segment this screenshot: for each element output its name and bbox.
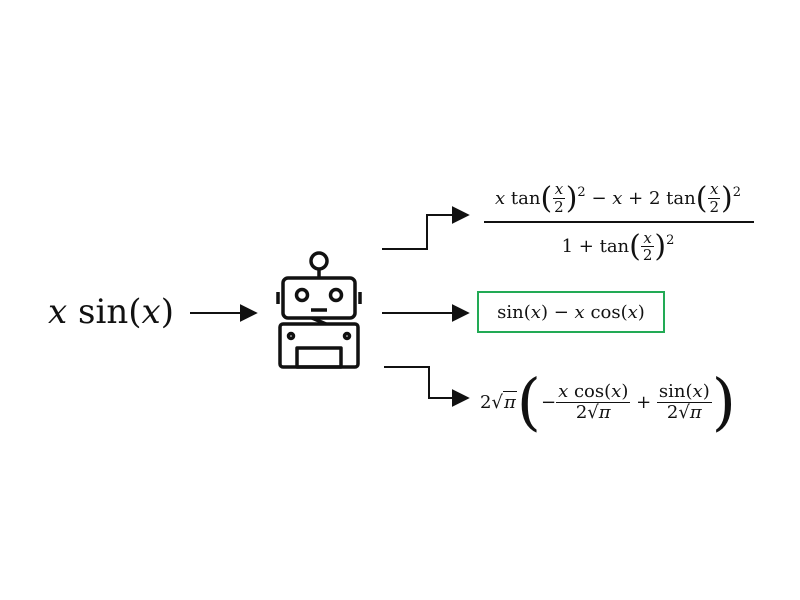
out2-rp2: ) [637, 301, 645, 323]
input-coef: x [48, 292, 68, 332]
out1-lparen-2: ( [695, 180, 708, 216]
out1-den-tan: tan [599, 236, 630, 258]
out1-pow-2: 2 [732, 184, 741, 200]
out1-den-frac-den: 2 [642, 246, 653, 265]
out2-sin: sin [497, 301, 524, 323]
arrow-to-third-output [384, 366, 470, 407]
out1-den-pow: 2 [666, 233, 675, 249]
robot-icon [276, 251, 362, 369]
out1-rparen: ) [565, 180, 578, 216]
out3-sqrt: √π [491, 390, 517, 413]
out2-minus: − [553, 301, 569, 323]
out2-x2: x [574, 301, 585, 323]
out1-den-plus: + [578, 236, 594, 258]
out3-sin-arg: x [692, 380, 703, 402]
out3-rparen: ) [711, 365, 736, 438]
out2-x1: x [530, 301, 541, 323]
out1-two: 2 [648, 187, 661, 209]
out1-minus: − [591, 187, 607, 209]
input-expression: x sin(x) [48, 288, 174, 336]
out3-den-two: 2 [575, 401, 588, 423]
out1-den-frac-num: x [641, 228, 654, 248]
out1-den-lparen: ( [629, 229, 641, 265]
out1-frac-den: 2 [554, 197, 564, 216]
out1-x: x [494, 187, 506, 209]
out3-frac-2-num: sin(x) [656, 380, 712, 403]
out2-lp2: ( [620, 301, 628, 323]
out2-cos: cos [590, 301, 621, 323]
out3-frac-1-den: 2√π [575, 401, 611, 423]
out3-frac-2-den: 2√π [666, 401, 702, 423]
out3-sin: sin [658, 380, 686, 402]
out1-lparen: ( [540, 180, 553, 216]
out3-cos-arg: x [611, 380, 622, 402]
out3-minus: − [540, 391, 557, 413]
out3-cos: cos [573, 380, 605, 402]
out2-lp: ( [523, 301, 531, 323]
output-expression-3: 2√π ( − x cos(x) 2√π + sin(x) 2√π ) [480, 366, 736, 438]
arrow-to-first-output [382, 206, 470, 250]
out3-lparen: ( [516, 365, 541, 438]
out1-tan: tan [510, 187, 541, 209]
out3-den-pi: π [598, 401, 611, 423]
input-arg: x [141, 292, 161, 332]
out2-x3: x [627, 301, 638, 323]
out1-pow: 2 [577, 184, 586, 200]
input-close: ) [160, 292, 174, 332]
out1-frac-num-2: x [707, 180, 721, 199]
input-func: sin [78, 292, 129, 332]
output-expression-2-highlighted: sin(x) − x cos(x) [477, 291, 665, 333]
out3-plus: + [636, 391, 652, 413]
out1-den-rparen: ) [654, 229, 667, 265]
out3-den-two-2: 2 [666, 401, 679, 423]
out3-frac-1: x cos(x) 2√π [556, 380, 631, 423]
out3-x: x [558, 380, 569, 402]
out3-pi: π [502, 390, 517, 413]
input-open: ( [128, 292, 142, 332]
out1-one: 1 [561, 236, 574, 258]
out3-two: 2 [480, 391, 492, 413]
out3-den-pi-2: π [689, 401, 702, 423]
out1-tan-2: tan [666, 187, 696, 209]
out3-frac-2: sin(x) 2√π [656, 380, 712, 423]
out2-rp: ) [540, 301, 548, 323]
output-1-fraction-bar [484, 221, 754, 223]
out1-x2: x [612, 187, 623, 209]
out1-plus: + [628, 187, 644, 209]
out1-rparen-2: ) [721, 180, 733, 216]
out3-frac-1-num: x cos(x) [556, 380, 631, 403]
out1-frac-num: x [552, 180, 566, 199]
out1-frac-den-2: 2 [709, 197, 719, 216]
